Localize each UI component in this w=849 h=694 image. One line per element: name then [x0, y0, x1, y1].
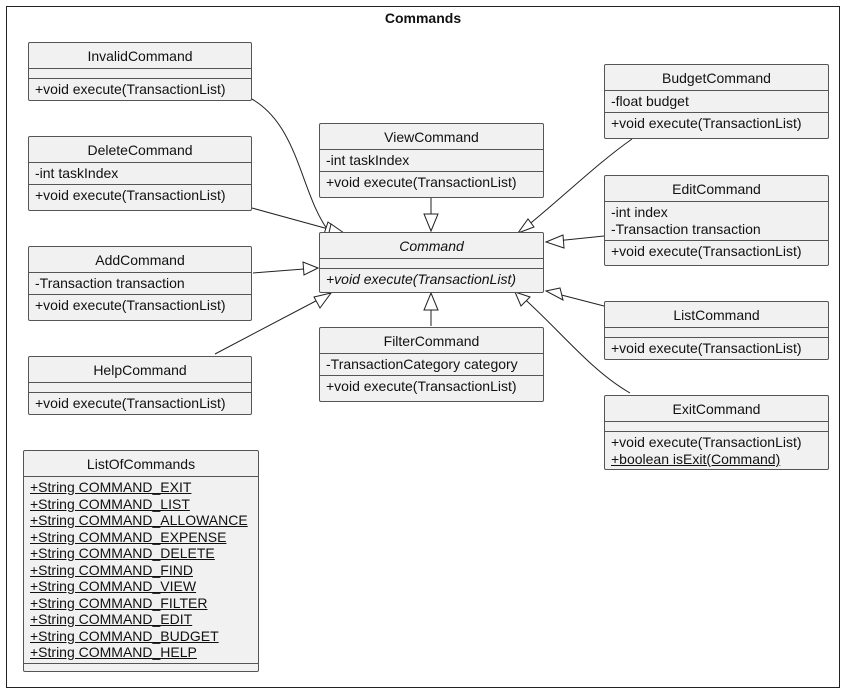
methods-section: +void execute(TransactionList): [29, 78, 251, 100]
invalid-command-class[interactable]: InvalidCommand +void execute(Transaction…: [28, 42, 252, 101]
static-field: +String COMMAND_BUDGET: [30, 627, 219, 644]
class-name: InvalidCommand: [87, 48, 193, 64]
class-name: ViewCommand: [384, 129, 479, 145]
methods-section: +void execute(TransactionList): [320, 171, 543, 193]
methods-section: +void execute(TransactionList): [605, 337, 828, 359]
fields-section: [320, 258, 543, 268]
method: +void execute(TransactionList): [326, 378, 517, 394]
method: +void execute(TransactionList): [611, 434, 802, 450]
method: +void execute(TransactionList): [611, 115, 802, 131]
field: -Transaction transaction: [35, 275, 185, 291]
static-field: +String COMMAND_VIEW: [30, 578, 197, 594]
fields-section: -int taskIndex: [29, 162, 251, 184]
delete-command-class[interactable]: DeleteCommand -int taskIndex +void execu…: [28, 136, 252, 211]
static-field: +String COMMAND_FIND: [30, 561, 193, 578]
class-name: AddCommand: [95, 252, 185, 268]
static-field: +String COMMAND_EXPENSE: [30, 528, 227, 545]
field: -int taskIndex: [326, 152, 410, 168]
help-command-class[interactable]: HelpCommand +void execute(TransactionLis…: [28, 356, 252, 415]
class-name: EditCommand: [672, 181, 761, 197]
methods-section: +void execute(TransactionList): [29, 294, 251, 316]
class-name: DeleteCommand: [87, 142, 193, 158]
method: +void execute(TransactionList): [326, 174, 517, 190]
static-field: +String COMMAND_ALLOWANCE: [30, 512, 248, 528]
edit-command-class[interactable]: EditCommand -int index -Transaction tran…: [604, 175, 829, 266]
static-field: +String COMMAND_EDIT: [30, 611, 193, 627]
methods-section: +void execute(TransactionList): [29, 184, 251, 206]
field: -TransactionCategory category: [326, 356, 518, 372]
methods-section: +void execute(TransactionList): [320, 268, 543, 290]
methods-section: +void execute(TransactionList): [320, 375, 543, 397]
method: +void execute(TransactionList): [611, 340, 802, 356]
method: +void execute(TransactionList): [35, 395, 226, 411]
field: -int index: [611, 204, 668, 220]
method: +void execute(TransactionList): [35, 297, 226, 313]
class-name: BudgetCommand: [662, 70, 771, 86]
static-field: +String COMMAND_EXIT: [30, 479, 192, 495]
class-name: ListCommand: [673, 307, 760, 323]
view-command-class[interactable]: ViewCommand -int taskIndex +void execute…: [319, 123, 544, 198]
fields-section: [29, 68, 251, 78]
package-title: Commands: [384, 10, 462, 26]
method: +void execute(TransactionList): [35, 187, 226, 203]
fields-section: [29, 382, 251, 392]
filter-command-class[interactable]: FilterCommand -TransactionCategory categ…: [319, 327, 544, 402]
methods-section: +void execute(TransactionList): [605, 240, 828, 262]
command-abstract-class[interactable]: Command +void execute(TransactionList): [319, 232, 544, 293]
class-name: ListOfCommands: [86, 456, 196, 472]
method: +void execute(TransactionList): [35, 81, 226, 97]
add-command-class[interactable]: AddCommand -Transaction transaction +voi…: [28, 246, 252, 321]
fields-section: -Transaction transaction: [29, 272, 251, 294]
fields-section: [605, 421, 828, 431]
methods-section: +void execute(TransactionList): [29, 392, 251, 414]
field: -Transaction transaction: [611, 221, 761, 237]
class-name: HelpCommand: [93, 362, 187, 378]
fields-section: -TransactionCategory category: [320, 353, 543, 375]
field: -float budget: [611, 93, 689, 109]
static-field: +String COMMAND_LIST: [30, 495, 190, 512]
budget-command-class[interactable]: BudgetCommand -float budget +void execut…: [604, 64, 829, 139]
list-of-commands-class[interactable]: ListOfCommands +String COMMAND_EXIT +Str…: [23, 450, 259, 672]
class-name: FilterCommand: [383, 333, 480, 349]
field: -int taskIndex: [35, 165, 119, 181]
methods-section: [24, 662, 258, 673]
static-method: +boolean isExit(Command): [611, 451, 781, 467]
fields-section: +String COMMAND_EXIT +String COMMAND_LIS…: [24, 476, 258, 663]
exit-command-class[interactable]: ExitCommand +void execute(TransactionLis…: [604, 395, 829, 470]
fields-section: -int index -Transaction transaction: [605, 201, 828, 240]
static-field: +String COMMAND_FILTER: [30, 594, 208, 611]
fields-section: [605, 327, 828, 337]
abstract-method: +void execute(TransactionList): [326, 271, 516, 287]
static-field: +String COMMAND_HELP: [30, 644, 197, 660]
list-command-class[interactable]: ListCommand +void execute(TransactionLis…: [604, 301, 829, 360]
fields-section: -int taskIndex: [320, 149, 543, 171]
static-field: +String COMMAND_DELETE: [30, 545, 215, 561]
methods-section: +void execute(TransactionList) +boolean …: [605, 431, 828, 470]
class-name: ExitCommand: [672, 401, 761, 417]
fields-section: -float budget: [605, 90, 828, 112]
methods-section: +void execute(TransactionList): [605, 112, 828, 134]
class-name: Command: [399, 238, 464, 254]
method: +void execute(TransactionList): [611, 243, 802, 259]
